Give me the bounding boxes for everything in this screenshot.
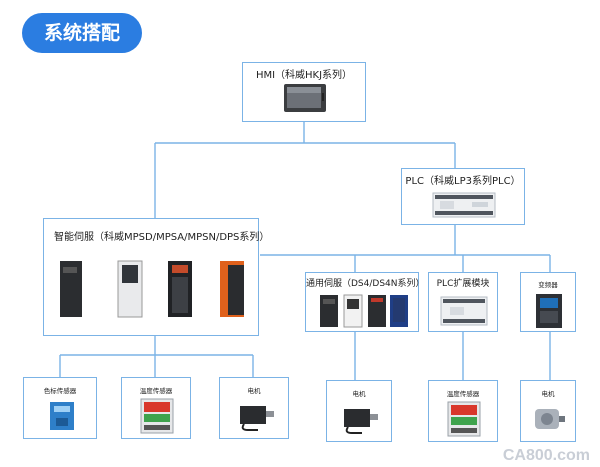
temp-controller-icon (140, 398, 174, 434)
general-servo-box: 通用伺服（DS4/DS4N系列） (305, 272, 425, 332)
inverter-icon (536, 294, 562, 328)
plc-expansion-label: PLC扩展模块 (436, 279, 490, 289)
watermark: CA800.com (502, 447, 590, 464)
temp-sensor-2-label: 温度传感器 (446, 390, 480, 398)
servo-motor-icon (344, 409, 378, 434)
hmi-box: HMI（科威HKJ系列） (242, 62, 366, 122)
motor-1-box: 电机 (219, 377, 289, 439)
plc-label: PLC（科威LP3系列PLC） (405, 176, 521, 187)
plc-expansion-icon (440, 296, 488, 326)
plc-expansion-box: PLC扩展模块 (428, 272, 498, 332)
motor-3-label: 电机 (541, 390, 555, 398)
section-title: 系统搭配 (22, 13, 142, 53)
motor-2-label: 电机 (352, 390, 366, 398)
temp-sensor-2-box: 温度传感器 (428, 380, 498, 442)
color-sensor-label: 色标传感器 (43, 387, 77, 395)
motor-1-label: 电机 (247, 387, 261, 395)
servo-motor-icon (240, 406, 274, 431)
hmi-label: HMI（科威HKJ系列） (255, 70, 353, 81)
smart-servo-box: 智能伺服（科威MPSD/MPSA/MPSN/DPS系列） (43, 218, 270, 336)
color-sensor-box: 色标传感器 (23, 377, 97, 439)
inverter-label: 变频器 (538, 281, 558, 289)
temp-controller-icon (447, 401, 481, 437)
motor-3-box: 电机 (520, 380, 576, 442)
smart-servo-label: 智能伺服（科威MPSD/MPSA/MPSN/DPS系列） (54, 232, 270, 243)
temp-sensor-1-label: 温度传感器 (139, 387, 173, 395)
motor-2-box: 电机 (326, 380, 392, 442)
general-servo-label: 通用伺服（DS4/DS4N系列） (306, 279, 425, 289)
smart-servo-drives-icon (60, 260, 244, 318)
temp-sensor-1-box: 温度传感器 (121, 377, 191, 439)
plc-unit-icon (432, 192, 496, 218)
color-sensor-icon (50, 402, 74, 430)
general-servo-drives-icon (320, 294, 408, 328)
hmi-panel-icon (284, 84, 326, 112)
inverter-box: 变频器 (520, 272, 576, 332)
plc-box: PLC（科威LP3系列PLC） (401, 168, 525, 225)
induction-motor-icon (535, 409, 565, 429)
